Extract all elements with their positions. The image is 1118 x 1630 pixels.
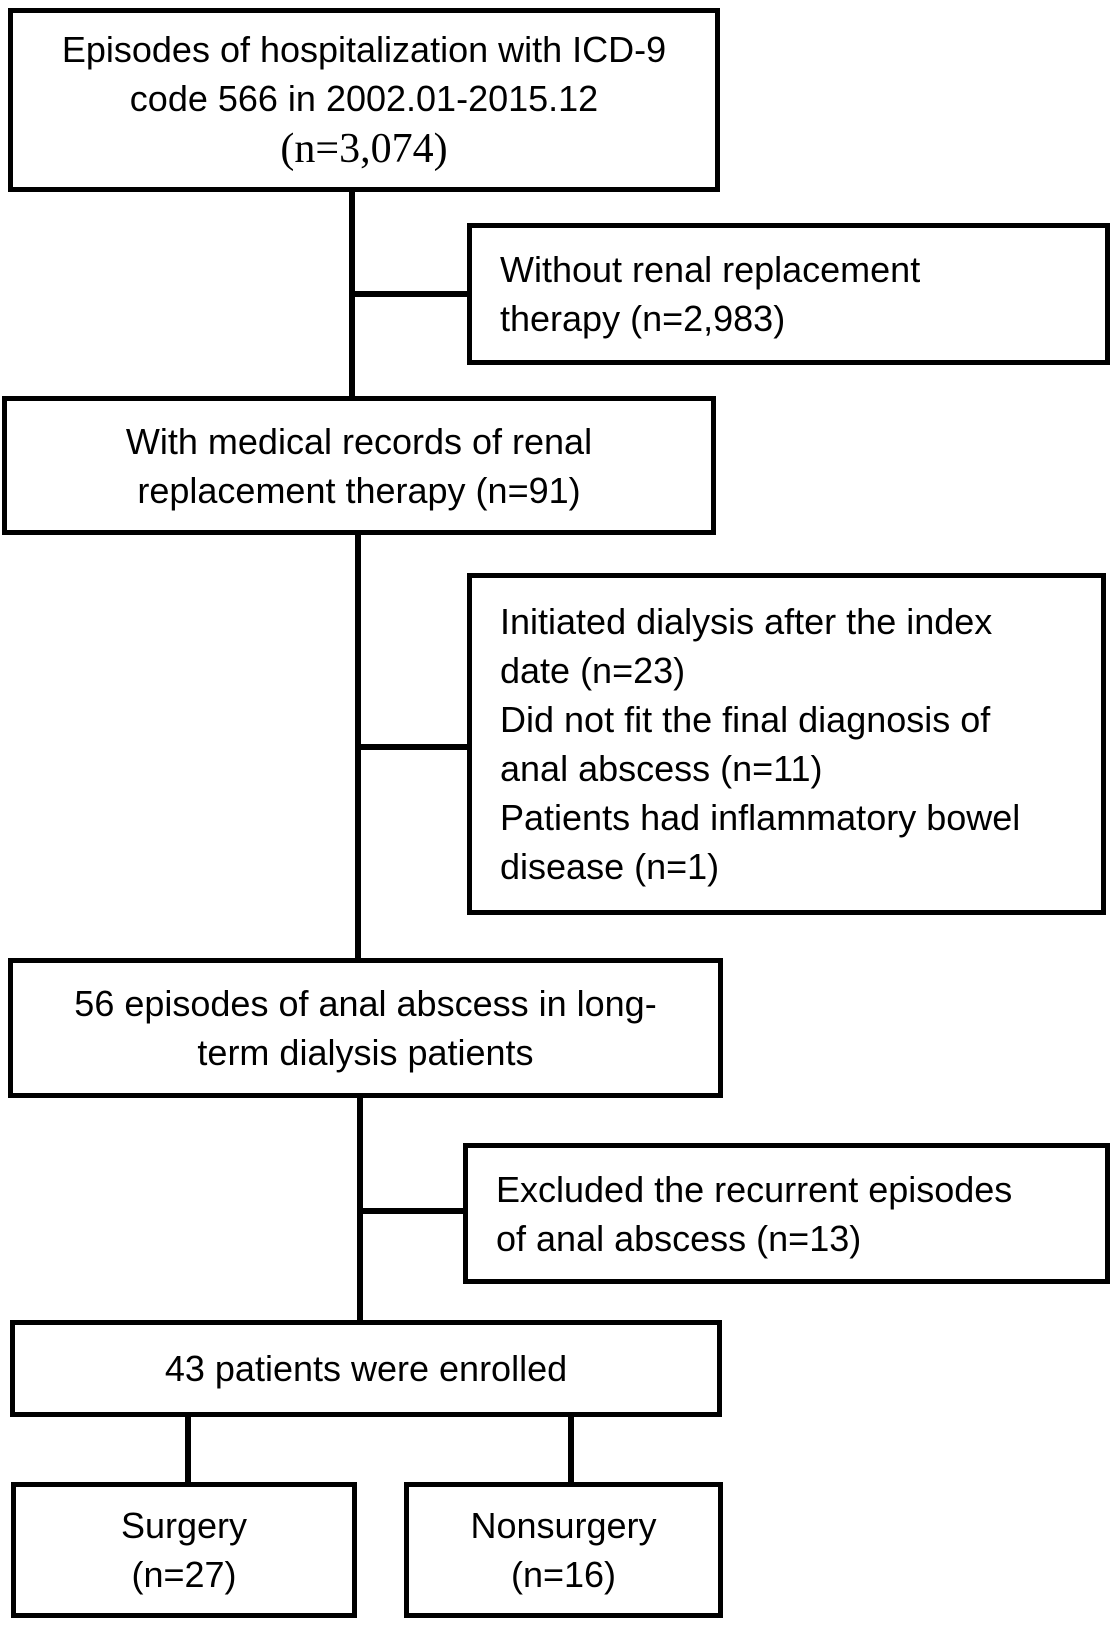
- recurrent-episodes-excluded-box: Excluded the recurrent episodes of anal …: [463, 1143, 1110, 1284]
- without-renal-replacement-box: Without renal replacement therapy (n=2,9…: [467, 223, 1110, 365]
- hospitalization-line-2: code 566 in 2002.01-2015.12: [129, 78, 599, 119]
- exclusions-line-2: date (n=23): [500, 650, 686, 691]
- connector-branch-without-rrt: [349, 291, 467, 297]
- exclusions-line-6: disease (n=1): [500, 846, 720, 887]
- episodes-line-1: 56 episodes of anal abscess in long-: [74, 983, 657, 1024]
- nonsurgery-label: Nonsurgery: [470, 1505, 657, 1546]
- with-rrt-line-1: With medical records of renal: [125, 420, 593, 462]
- hospitalization-line-1: Episodes of hospitalization with ICD-9: [61, 29, 667, 70]
- connector-branch-recurrent: [357, 1208, 463, 1214]
- hospitalization-n-value: (n=3,074): [280, 126, 448, 172]
- without-rrt-line-1: Without renal replacement: [500, 249, 921, 290]
- nonsurgery-n-value: (n=16): [510, 1554, 617, 1595]
- anal-abscess-episodes-box: 56 episodes of anal abscess in long- ter…: [8, 958, 723, 1098]
- surgery-group-box: Surgery (n=27): [11, 1482, 357, 1618]
- recurrent-line-1: Excluded the recurrent episodes: [496, 1168, 1013, 1210]
- connector-enrolled-to-surgery: [185, 1417, 191, 1482]
- hospitalization-episodes-box: Episodes of hospitalization with ICD-9 c…: [8, 8, 720, 192]
- without-rrt-line-2: therapy (n=2,983): [500, 298, 786, 339]
- with-rrt-line-2: replacement therapy (n=91): [137, 469, 581, 511]
- exclusions-line-1: Initiated dialysis after the index: [500, 601, 993, 642]
- connector-enrolled-to-nonsurgery: [568, 1417, 574, 1482]
- exclusions-line-3: Did not fit the final diagnosis of: [500, 699, 991, 740]
- exclusions-line-5: Patients had inflammatory bowel: [500, 797, 1021, 838]
- patients-enrolled-box: 43 patients were enrolled: [10, 1320, 722, 1417]
- episodes-line-2: term dialysis patients: [197, 1032, 534, 1073]
- surgery-label: Surgery: [120, 1505, 248, 1546]
- nonsurgery-group-box: Nonsurgery (n=16): [404, 1482, 723, 1618]
- with-renal-replacement-box: With medical records of renal replacemen…: [2, 396, 716, 535]
- connector-branch-exclusions: [355, 744, 467, 750]
- enrolled-line-1: 43 patients were enrolled: [164, 1348, 568, 1389]
- surgery-n-value: (n=27): [131, 1554, 237, 1595]
- exclusions-line-4: anal abscess (n=11): [500, 748, 823, 789]
- exclusion-criteria-box: Initiated dialysis after the index date …: [467, 573, 1106, 915]
- recurrent-line-2: of anal abscess (n=13): [496, 1217, 862, 1259]
